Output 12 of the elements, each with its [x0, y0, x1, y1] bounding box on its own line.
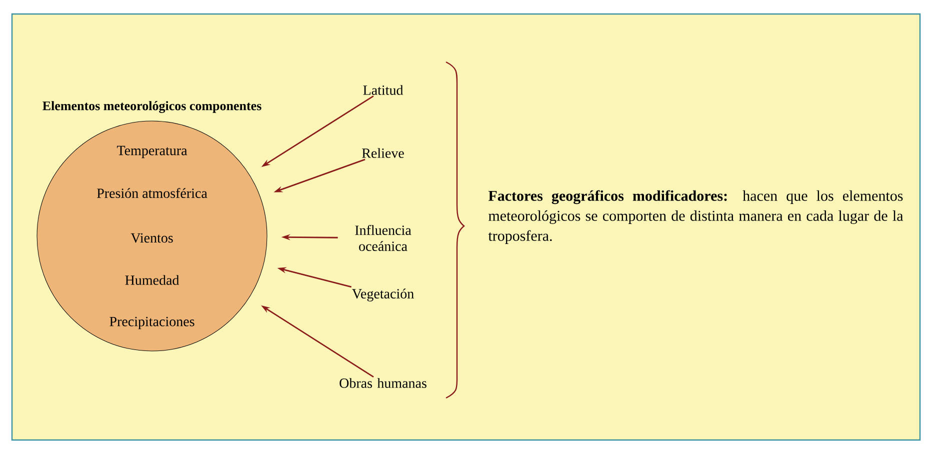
item-text: Temperatura: [116, 146, 188, 158]
factor-label: Influencia oceánica: [355, 225, 412, 251]
item-text: Precipitaciones: [110, 316, 194, 330]
factor-label: Obras humanas: [340, 378, 426, 388]
factor-label: Relieve: [362, 148, 404, 158]
item-text: Vientos: [130, 233, 173, 243]
item-text: Presión atmosférica: [97, 188, 208, 198]
circle-heading: Elementos meteorológicos componentes: [42, 101, 262, 113]
factor-label: Latitud: [363, 85, 404, 95]
description-text: Factores geográficos modificadores: hacen que los elementos meteorológicos se comporten de distinta manera en cada lugar de la troposfera.: [488, 190, 904, 244]
item-text: Humedad: [125, 275, 180, 285]
factor-label: Vegetación: [352, 288, 414, 302]
